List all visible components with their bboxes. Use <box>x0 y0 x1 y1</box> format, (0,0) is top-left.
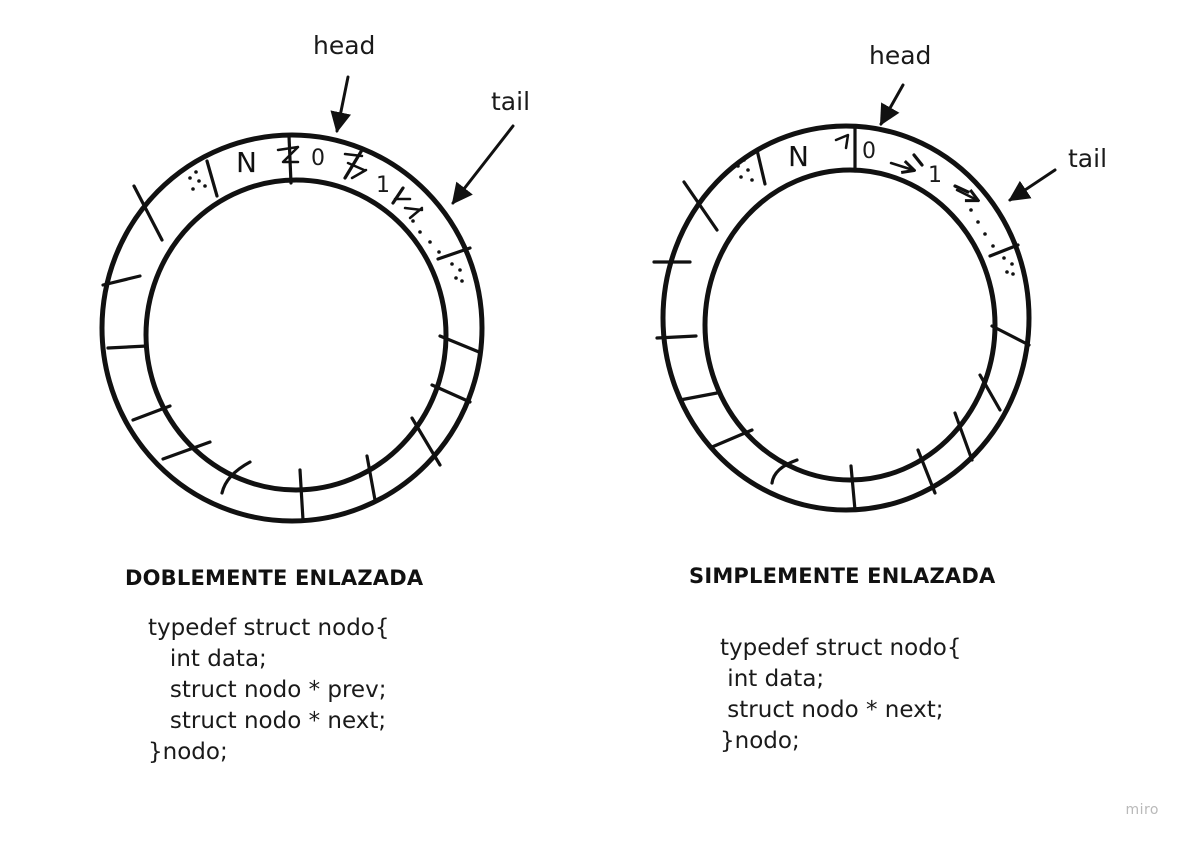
code-line: }nodo; <box>720 728 800 754</box>
singly-ring-inner <box>702 167 998 483</box>
singly-tail-label: tail <box>1068 144 1107 173</box>
doubly-head-arrow <box>330 75 352 134</box>
singly-head-arrow <box>879 83 905 126</box>
code-line: int data; <box>720 666 825 692</box>
doubly-ring-inner <box>143 177 449 493</box>
doubly-title: DOBLEMENTE ENLAZADA <box>125 566 424 590</box>
singly-node-first-label: 0 <box>862 139 876 164</box>
code-line: struct nodo * next; <box>148 708 387 734</box>
code-line: int data; <box>148 646 267 672</box>
singly-ring-outer <box>660 123 1032 513</box>
code-line: struct nodo * prev; <box>148 677 387 703</box>
singly-head-label: head <box>869 41 931 70</box>
doubly-struct-code: typedef struct nodo{ int data; struct no… <box>148 613 390 768</box>
singly-title: SIMPLEMENTE ENLAZADA <box>689 564 996 588</box>
code-line: typedef struct nodo{ <box>148 615 390 641</box>
miro-watermark: miro <box>1125 802 1159 818</box>
singly-node-separators <box>652 124 1031 512</box>
doubly-tail-label: tail <box>491 87 530 116</box>
singly-ellipsis-dots <box>736 158 1015 276</box>
doubly-ellipsis-dots <box>188 170 464 283</box>
doubly-node-separators <box>101 134 481 522</box>
doubly-node-last-label: N <box>236 146 257 179</box>
doubly-tail-arrow <box>451 124 515 205</box>
singly-node-second-label: 1 <box>928 163 942 188</box>
singly-next-arrows <box>834 133 977 200</box>
doubly-node-second-label: 1 <box>376 173 390 198</box>
singly-struct-code: typedef struct nodo{ int data; struct no… <box>720 633 962 757</box>
doubly-circular-list: N 0 1 head tail <box>99 31 530 524</box>
singly-tail-arrow <box>1008 168 1057 202</box>
doubly-ring-outer <box>99 132 485 524</box>
singly-node-last-label: N <box>788 140 809 173</box>
code-line: typedef struct nodo{ <box>720 635 962 661</box>
code-line: struct nodo * next; <box>720 697 944 723</box>
singly-circular-list: N 0 1 head tail <box>652 41 1107 513</box>
doubly-node-first-label: 0 <box>311 146 325 171</box>
doubly-bidirectional-arrows <box>276 145 424 220</box>
code-line: }nodo; <box>148 739 228 765</box>
doubly-head-label: head <box>313 31 375 60</box>
